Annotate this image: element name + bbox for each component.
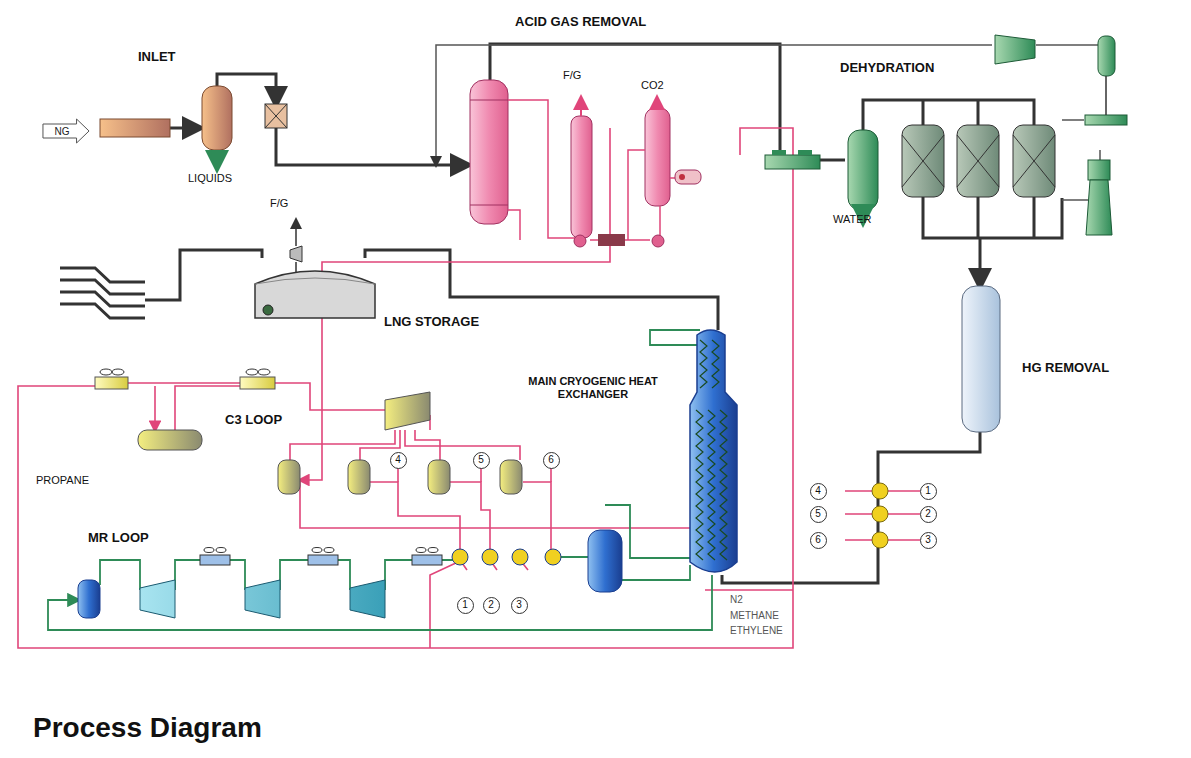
callout-number: 4 — [810, 483, 827, 500]
callout-text: 3 — [516, 600, 522, 610]
callout-number: 2 — [483, 597, 500, 614]
main-cryogenic-heat-exchanger — [690, 330, 737, 572]
section-title: PROPANE — [36, 474, 89, 487]
callout-text: 5 — [478, 455, 484, 465]
stream-label: F/G — [270, 197, 288, 210]
callout-text: 5 — [815, 509, 821, 519]
dehydration-unit — [765, 35, 1127, 235]
recycle-gas-line — [436, 45, 1106, 200]
component-label: ETHYLENE — [729, 625, 784, 637]
callout-text: 6 — [815, 535, 821, 545]
stream-label: WATER — [833, 213, 872, 226]
callout-text: 4 — [395, 455, 401, 465]
pink-refrigerant-lines — [18, 128, 920, 648]
section-title: MR LOOP — [88, 531, 149, 546]
callout-text: 1 — [925, 486, 931, 496]
callout-text: 3 — [925, 535, 931, 545]
hg-removal-vessel — [962, 286, 1000, 432]
loading-lines — [60, 268, 145, 318]
section-title: LNG STORAGE — [384, 315, 479, 330]
stream-label: F/G — [563, 69, 581, 82]
callout-number: 3 — [511, 597, 528, 614]
feed-arrow: NG — [42, 118, 90, 144]
section-title: HG REMOVAL — [1022, 361, 1109, 376]
propane-loop — [95, 369, 522, 494]
callout-number: 5 — [473, 452, 490, 469]
dark-process-pipes — [145, 44, 1062, 583]
coil-winding — [712, 340, 719, 388]
callout-number: 4 — [390, 452, 407, 469]
section-title: INLET — [138, 50, 176, 65]
section-title: C3 LOOP — [225, 413, 282, 428]
caption: Process Diagram — [33, 712, 262, 744]
coil-winding — [720, 410, 727, 560]
coil-winding — [700, 340, 707, 388]
coil-winding — [708, 410, 715, 560]
stream-label: LIQUIDS — [188, 172, 232, 185]
stream-label: NG — [55, 126, 70, 137]
callout-number: 6 — [810, 532, 827, 549]
inlet-equipment — [100, 86, 287, 168]
callout-text: 6 — [548, 455, 554, 465]
equipment-label: MAIN CRYOGENIC HEAT EXCHANGER — [508, 375, 678, 400]
section-title: ACID GAS REMOVAL — [515, 15, 646, 30]
callout-text: 2 — [925, 509, 931, 519]
callout-number: 1 — [920, 483, 937, 500]
lng-storage-tank — [255, 220, 375, 318]
component-label: METHANE — [729, 610, 780, 622]
component-label: N2 — [729, 594, 744, 606]
callout-number: 5 — [810, 506, 827, 523]
product-exchangers — [872, 483, 888, 548]
coil-winding — [696, 410, 703, 560]
stream-label: CO2 — [641, 79, 664, 92]
green-mr-lines — [48, 330, 720, 630]
callout-number: 3 — [920, 532, 937, 549]
callout-text: 2 — [488, 600, 494, 610]
callout-number: 6 — [543, 452, 560, 469]
callout-number: 2 — [920, 506, 937, 523]
mixed-refrigerant-loop — [78, 530, 622, 618]
acid-gas-removal-unit — [470, 80, 701, 247]
section-title: DEHYDRATION — [840, 61, 934, 76]
callout-number: 1 — [457, 597, 474, 614]
callout-text: 4 — [815, 486, 821, 496]
callout-text: 1 — [462, 600, 468, 610]
